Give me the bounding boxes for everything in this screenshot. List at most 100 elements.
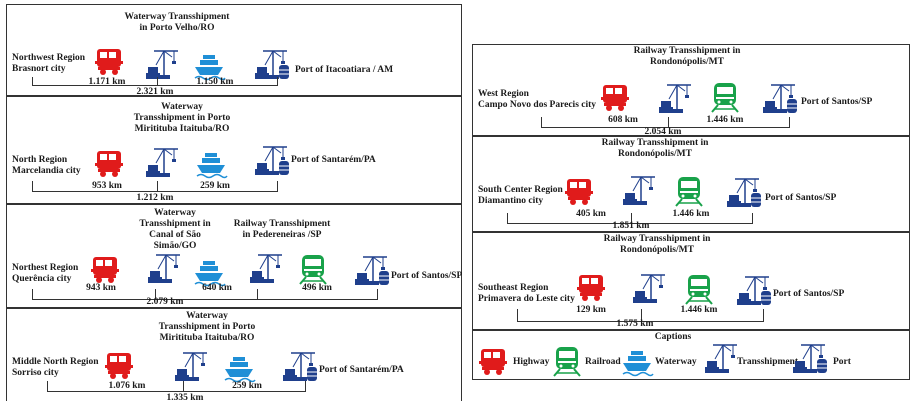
segment-line [32,191,277,192]
total-distance-label: 2.054 km [644,127,682,137]
ship-icon [224,357,256,383]
distance-label: 953 km [92,181,122,191]
crane-icon [148,254,180,283]
distance-label: 405 km [576,209,606,219]
truck-icon [95,49,123,75]
segment-line [507,223,752,224]
crane-icon [623,176,655,205]
crane-icon [146,148,178,177]
truck-icon [95,151,123,177]
distance-label: 1.446 km [680,305,718,315]
total-distance-label: 2.079 km [146,297,184,307]
truck-icon [105,353,133,379]
destination-port-label: Port of Santos/SP [773,289,845,299]
port-icon [793,344,827,373]
captions-panel: Captions Highway Railroad Waterway Trans… [472,330,910,380]
city-name: Marcelandia city [12,166,81,176]
crane-icon [250,254,282,283]
route-panel-northeast: Waterway Transshipment in Canal of São S… [6,204,462,308]
crane-icon [175,352,207,381]
distance-label: 1.150 km [196,77,234,87]
region-name: Southeast Region [478,283,549,293]
distance-label: 129 km [576,305,606,315]
railway-transshipment-label: Railway Transshipment in Rondonópolis/MT [633,46,741,67]
port-icon [763,84,797,113]
distance-label: 608 km [608,115,638,125]
captions-title: Captions [654,332,692,342]
city-name: Sorriso city [12,368,59,378]
city-name: Diamantino city [478,196,544,206]
segment-line [47,391,305,392]
railway-transshipment-label: Railway Transshipment in Rondonópolis/MT [601,138,709,159]
segment-line [541,127,789,128]
segment-line [32,299,377,300]
port-icon [737,276,771,305]
distance-label: 259 km [232,381,262,391]
legend-label: Transshipment [737,357,799,367]
total-distance-label: 1.851 km [612,221,650,231]
waterway-transshipment-label: Waterway Transshipment in Canal of São S… [139,208,211,251]
city-name: Brasnort city [12,64,66,74]
ship-icon [622,351,654,377]
region-name: Northest Region [12,263,79,273]
destination-port-label: Port of Santos/SP [765,193,837,203]
waterway-transshipment-label: Waterway Transshipment in Porto Velho/RO [124,12,230,33]
railway-transshipment-label: Railway Transshipment in Rondonópolis/MT [603,234,711,255]
railway-transshipment-label: Railway Transshipment in Pedereneiras /S… [233,219,331,240]
train-icon [299,255,327,285]
region-name: South Center Region [478,185,563,195]
city-name: Campo Novo dos Parecis city [478,100,597,110]
distance-label: 1.446 km [706,115,744,125]
crane-icon [705,344,737,373]
crane-icon [146,50,178,79]
train-icon [675,177,703,207]
ship-icon [194,261,226,287]
port-icon [255,50,289,79]
port-icon [283,352,317,381]
legend-label: Highway [513,357,550,367]
port-icon [355,256,389,285]
distance-label: 1.446 km [672,209,710,219]
region-name: Northwest Region [12,53,86,63]
waterway-transshipment-label: Waterway Transshipment in Porto Mirititu… [158,311,256,343]
segment-line [32,85,277,86]
destination-port-label: Port of Santarém/PA [291,155,376,165]
port-icon [727,178,761,207]
legend-label: Port [833,357,851,367]
distance-label: 496 km [302,283,332,293]
train-icon [553,347,581,377]
region-name: West Region [478,89,529,99]
waterway-transshipment-label: Waterway Transshipment in Porto Mirititu… [133,102,231,134]
distance-label: 1.076 km [108,381,146,391]
segment-line [517,321,763,322]
region-name: Middle North Region [12,357,99,367]
route-panel-south-center: Railway Transshipment in Rondonópolis/MT… [472,136,910,232]
legend-label: Railroad [585,357,621,367]
destination-port-label: Port of Santos/SP [801,97,873,107]
route-panel-west: Railway Transshipment in Rondonópolis/MT… [472,44,910,137]
city-name: Querência city [12,274,72,284]
ship-icon [194,55,226,81]
total-distance-label: 1.335 km [166,393,204,403]
route-panel-middle-north: Waterway Transshipment in Porto Mirititu… [6,308,462,403]
destination-port-label: Port of Santarém/PA [319,365,404,375]
route-panel-north: Waterway Transshipment in Porto Mirititu… [6,96,462,204]
truck-icon [91,257,119,283]
distance-label: 640 km [202,283,232,293]
port-icon [255,146,289,175]
city-name: Primavera do Leste city [478,294,575,304]
distance-label: 943 km [86,283,116,293]
ship-icon [196,153,228,179]
total-distance-label: 2.321 km [136,87,174,97]
train-icon [685,275,713,305]
route-panel-northwest: Waterway Transshipment in Porto Velho/RO… [6,4,462,97]
total-distance-label: 1.212 km [136,193,174,203]
region-name: North Region [12,155,68,165]
